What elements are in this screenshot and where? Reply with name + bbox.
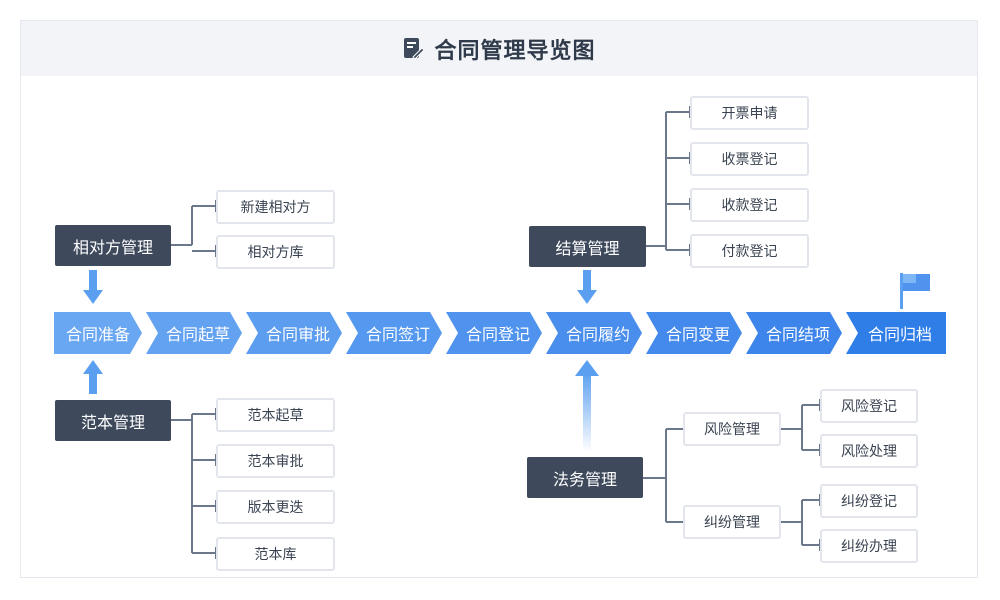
diagram-frame (20, 20, 978, 578)
page-title: 合同管理导览图 (434, 38, 596, 64)
flow-step-sign[interactable]: 合同签订 (346, 312, 442, 354)
template-management-node[interactable]: 范本管理 (55, 400, 171, 441)
invoice-request-node[interactable]: 开票申请 (690, 96, 809, 130)
settlement-management-node[interactable]: 结算管理 (529, 226, 646, 267)
flag-icon (900, 273, 930, 309)
flow-step-perform[interactable]: 合同履约 (546, 312, 642, 354)
invoice-receipt-node[interactable]: 收票登记 (690, 142, 809, 176)
flow-step-draft[interactable]: 合同起草 (146, 312, 242, 354)
risk-register-node[interactable]: 风险登记 (820, 389, 918, 423)
risk-management-node[interactable]: 风险管理 (683, 412, 781, 446)
flow-step-register[interactable]: 合同登记 (446, 312, 542, 354)
flow-step-change[interactable]: 合同变更 (646, 312, 742, 354)
risk-handle-node[interactable]: 风险处理 (820, 434, 918, 468)
flow-step-archive[interactable]: 合同归档 (846, 312, 946, 354)
dispute-management-node[interactable]: 纠纷管理 (683, 505, 781, 539)
template-draft-node[interactable]: 范本起草 (216, 398, 335, 432)
payment-record-node[interactable]: 付款登记 (690, 234, 809, 268)
template-library-node[interactable]: 范本库 (216, 537, 335, 571)
flow-step-close[interactable]: 合同结项 (746, 312, 842, 354)
payment-receipt-node[interactable]: 收款登记 (690, 188, 809, 222)
dispute-register-node[interactable]: 纠纷登记 (820, 484, 918, 518)
header: 合同管理导览图 (21, 21, 977, 76)
contract-doc-icon (404, 37, 426, 60)
down-arrow-icon (83, 270, 103, 304)
flow-step-prepare[interactable]: 合同准备 (54, 312, 142, 354)
down-arrow-icon (577, 270, 597, 304)
flow-step-approve[interactable]: 合同审批 (246, 312, 342, 354)
up-arrow-icon (83, 360, 103, 394)
template-approval-node[interactable]: 范本审批 (216, 444, 335, 478)
up-arrow-icon (575, 360, 599, 452)
counterparty-management-node[interactable]: 相对方管理 (55, 225, 171, 266)
counterparty-library-node[interactable]: 相对方库 (216, 235, 335, 269)
new-counterparty-node[interactable]: 新建相对方 (216, 190, 335, 224)
legal-management-node[interactable]: 法务管理 (527, 457, 643, 498)
dispute-handle-node[interactable]: 纠纷办理 (820, 529, 918, 563)
version-iteration-node[interactable]: 版本更迭 (216, 490, 335, 524)
